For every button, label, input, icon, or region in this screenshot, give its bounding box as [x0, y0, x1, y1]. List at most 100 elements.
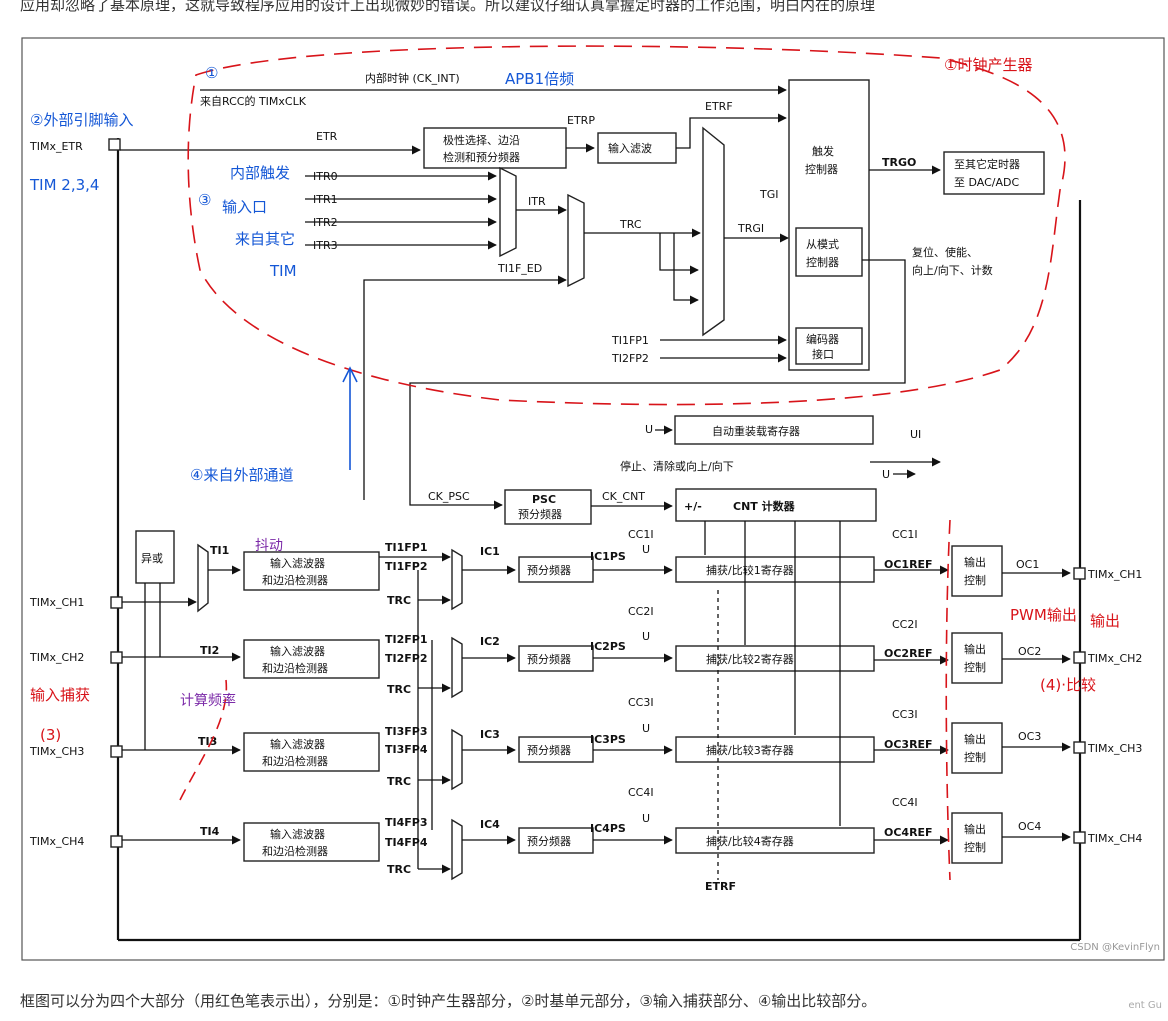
ch4-prescaler: 预分频器	[527, 834, 571, 848]
ch2-output-ctrl	[951, 632, 1003, 684]
ch1-prescaler-box	[518, 556, 594, 583]
ti1-mux	[197, 543, 209, 613]
trc-top-label: TRC	[619, 218, 642, 231]
input-filter-label: 输入滤波	[608, 141, 652, 155]
ch3-out-pin	[1073, 741, 1086, 754]
ch1-fpa: TI1FP1	[385, 541, 427, 554]
encoder-l2: 接口	[812, 348, 834, 361]
ch2-u: U	[642, 630, 650, 643]
ch2-prescaler-box	[518, 645, 594, 672]
stop-clear-label: 停止、清除或向上/向下	[620, 459, 734, 473]
to-other-box	[943, 151, 1045, 195]
ch1-output-ctrl	[951, 545, 1003, 597]
ch1-pin	[110, 596, 123, 609]
clock-gen-annotation: ①时钟产生器	[944, 56, 1032, 74]
ch2-filter-box	[243, 639, 380, 679]
ch2-out-l2: 控制	[964, 660, 986, 674]
ui-label: UI	[910, 428, 921, 441]
to-other-l1: 至其它定时器	[954, 157, 1020, 171]
tim-annotation: TIM	[269, 262, 297, 280]
encoder-box	[795, 327, 863, 365]
ch3-ccr-label: 捕获/比较3寄存器	[706, 743, 794, 757]
input-filter-box	[597, 132, 677, 164]
ch1-ccr-label: 捕获/比较1寄存器	[706, 563, 794, 577]
ti1fp1-top: TI1FP1	[611, 334, 649, 347]
trgo-label: TRGO	[882, 156, 916, 169]
ch1-out-label: TIMx_CH1	[1087, 568, 1142, 581]
ch4-trc: TRC	[387, 863, 411, 876]
ch2-cci-right: CC2I	[892, 618, 918, 631]
circle1-annotation: ①	[205, 64, 218, 82]
tim-etr-pin	[108, 138, 121, 151]
encoder-l1: 编码器	[806, 332, 839, 346]
itr-mux	[499, 166, 517, 258]
ch4-out-pin	[1073, 831, 1086, 844]
ch3-pin	[110, 745, 123, 758]
circle3-annotation: ③	[198, 191, 211, 209]
ch4-pin-label: TIMx_CH4	[29, 835, 84, 848]
ch2-prescaler: 预分频器	[527, 652, 571, 666]
ck-cnt-label: CK_CNT	[602, 490, 645, 503]
ch3-out-label: TIMx_CH3	[1087, 742, 1142, 755]
corner-watermark: ent Gu	[1128, 1000, 1162, 1011]
input-port-annotation: 输入口	[222, 198, 267, 216]
ch3-ccr-box	[675, 736, 875, 763]
tgi-label: TGI	[759, 188, 779, 201]
ch3-u: U	[642, 722, 650, 735]
ch2-pin-label: TIMx_CH2	[29, 651, 84, 664]
trigger-l1: 触发	[812, 144, 834, 158]
ch1-mux	[451, 548, 463, 611]
ch4-filter-box	[243, 822, 380, 862]
ch3-filter-box	[243, 732, 380, 772]
ti3-label: TI3	[198, 735, 217, 748]
trigger-l2: 控制器	[805, 162, 838, 176]
ch3-filter-l1: 输入滤波器	[270, 737, 325, 751]
etr-label: ETR	[316, 130, 338, 143]
ch4-out-label: TIMx_CH4	[1087, 832, 1142, 845]
ch1-out-l2: 控制	[964, 573, 986, 587]
polarity-box	[423, 127, 567, 169]
ck-psc-label: CK_PSC	[428, 490, 470, 503]
u-ui: U	[882, 468, 890, 481]
ch4-ccr-label: 捕获/比较4寄存器	[706, 834, 794, 848]
calc-freq-annotation: 计算频率	[180, 692, 236, 709]
ch3-icps: IC3PS	[590, 733, 626, 746]
ch2-out-l1: 输出	[964, 642, 986, 656]
ch1-cci-right: CC1I	[892, 528, 918, 541]
cnt-box	[675, 488, 877, 522]
ch4-fpa: TI4FP3	[385, 816, 427, 829]
ch1-trc: TRC	[387, 594, 411, 607]
auto-reload-box	[674, 415, 874, 445]
ch1-filter-box	[243, 551, 380, 591]
psc-label: PSC	[532, 493, 556, 506]
pwm-annotation: PWM输出	[1010, 606, 1077, 624]
caption-text: 框图可以分为四个大部分（用红色笔表示出），分别是：①时钟产生器部分，②时基单元部…	[20, 992, 877, 1010]
from-other-annotation: 来自其它	[235, 230, 295, 248]
ch3-oc: OC3	[1018, 730, 1041, 743]
itr-label: ITR	[528, 195, 546, 208]
channel-row-1: TIMx_CH1 TI1 输入滤波器 和边沿检测器 TI1FP1 TI1FP2 …	[29, 528, 1142, 611]
ch2-ccr-label: 捕获/比较2寄存器	[706, 652, 794, 666]
polarity-line2: 检测和预分频器	[443, 150, 520, 164]
rcc-label: 来自RCC的 TIMxCLK	[200, 94, 307, 108]
ti1-label: TI1	[210, 544, 229, 557]
xor-box	[135, 530, 175, 584]
ch4-out-l1: 输出	[964, 822, 986, 836]
trgi-label: TRGI	[737, 222, 764, 235]
ch3-cci: CC3I	[628, 696, 654, 709]
ch4-oc: OC4	[1018, 820, 1041, 833]
psc-box	[504, 489, 592, 525]
u-arr: U	[645, 423, 653, 436]
ch3-output-ctrl	[951, 722, 1003, 774]
ch2-ref: OC2REF	[884, 647, 933, 660]
tim234-annotation: TIM 2,3,4	[29, 176, 99, 194]
slave-l2: 控制器	[806, 255, 839, 269]
ch4-pin	[110, 835, 123, 848]
channel-row-4: TIMx_CH4 TI4 输入滤波器 和边沿检测器 TI4FP3 TI4FP4 …	[29, 786, 1142, 881]
reset-l2: 向上/向下、计数	[912, 263, 993, 277]
ch3-fpa: TI3FP3	[385, 725, 427, 738]
auto-reload-label: 自动重装载寄存器	[712, 424, 800, 438]
trgi-selector	[702, 126, 725, 337]
slave-l1: 从模式	[806, 238, 839, 251]
